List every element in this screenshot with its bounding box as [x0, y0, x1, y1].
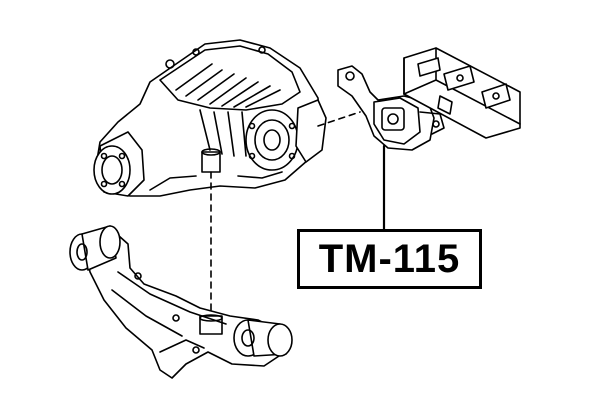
part-number-label: TM-115: [297, 229, 482, 289]
frame-rail-section: [403, 47, 521, 139]
assembly-guide-line-upper: [317, 111, 361, 127]
differential-mount-bracket: [337, 65, 445, 151]
part-number-text: TM-115: [318, 237, 461, 281]
differential-housing: [93, 39, 327, 197]
rear-suspension-crossmember: [69, 225, 293, 379]
